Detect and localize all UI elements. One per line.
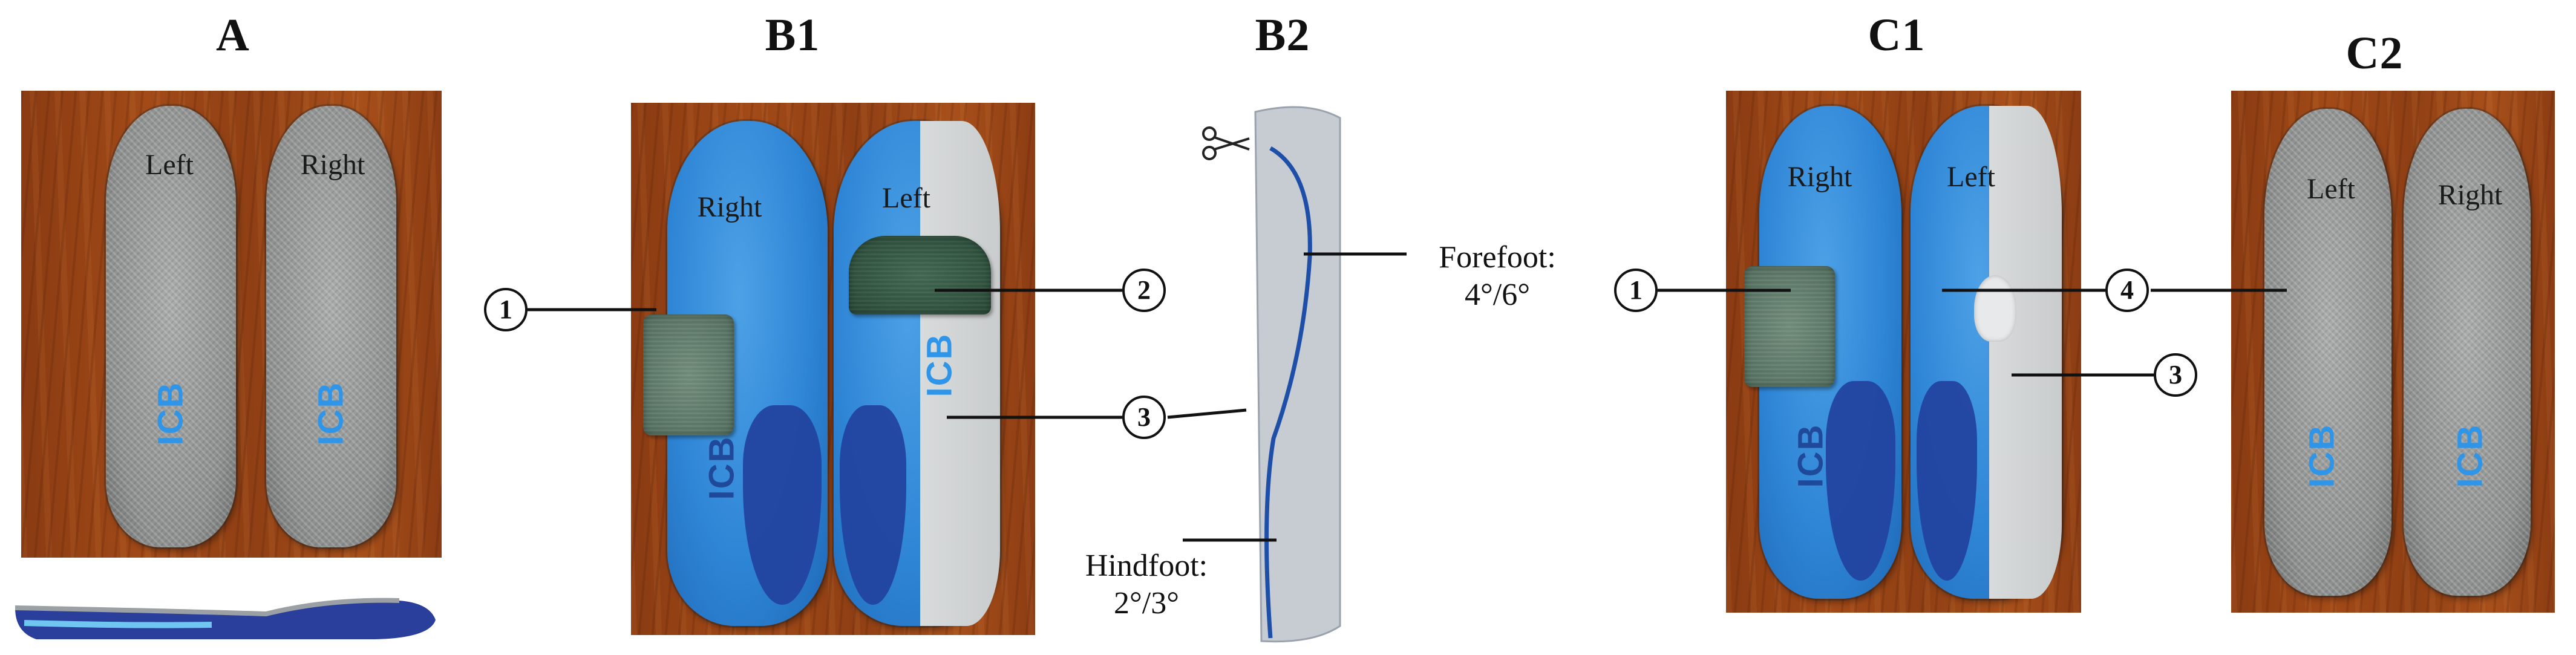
- marker-3-b1: 3: [1122, 396, 1166, 439]
- insole-c1-left: [1911, 106, 2062, 599]
- arch-support-b1-right: [743, 405, 822, 605]
- marker-1-c1: 1: [1614, 269, 1658, 312]
- photo-c1-modified-insoles: Right Left ICB: [1726, 91, 2081, 613]
- insole-a-right: [266, 106, 396, 547]
- insole-a-left: [106, 106, 236, 547]
- insole-c2-right: [2404, 109, 2531, 596]
- metatarsal-pad-c1-1: [1744, 266, 1835, 387]
- arch-support-c1-right: [1826, 381, 1895, 581]
- photo-b1-modified-insoles: Right Left ICB ICB: [631, 103, 1035, 635]
- lateral-wedge-b1: [920, 121, 1000, 626]
- panel-label-c1: C1: [1868, 10, 1926, 60]
- insole-c2-left: [2264, 109, 2391, 596]
- panel-label-c2: C2: [2346, 28, 2404, 79]
- insole-b1-left: [834, 121, 1000, 626]
- insole-c2-left-label: Left: [2307, 173, 2355, 205]
- insole-a-right-label: Right: [300, 149, 365, 181]
- arch-support-b1-left: [840, 405, 906, 605]
- hindfoot-label: Hindfoot:: [1085, 549, 1208, 583]
- hindfoot-value: 2°/3°: [1113, 586, 1180, 621]
- insole-b1-left-label: Left: [882, 182, 930, 214]
- insole-a-left-label: Left: [145, 149, 194, 181]
- wedge-profile: [1254, 106, 1341, 643]
- scissors-icon: [1202, 126, 1250, 160]
- forefoot-angle-label: Forefoot: 4°/6°: [1407, 239, 1588, 314]
- insole-b1-right-label: Right: [697, 191, 762, 223]
- photo-c2-insoles-after: Left Right ICB ICB: [2231, 91, 2555, 613]
- hindfoot-angle-label: Hindfoot: 2°/3°: [1056, 547, 1237, 622]
- pad-b1-2: [849, 236, 991, 314]
- panel-label-b2: B2: [1255, 10, 1310, 60]
- side-view-insole-shape: [15, 598, 436, 639]
- marker-3-c1: 3: [2154, 353, 2197, 397]
- insole-c2-right-label: Right: [2437, 179, 2503, 211]
- lateral-wedge-c1: [1989, 106, 2062, 599]
- photo-a-insoles: Left Right ICB ICB: [21, 91, 442, 558]
- insole-c1-left-label: Left: [1947, 161, 1995, 193]
- panel-label-a: A: [216, 10, 250, 60]
- arch-support-c1-left: [1917, 381, 1977, 581]
- photo-b2-wedge: [1202, 100, 1373, 644]
- photo-a-side-view: [12, 596, 439, 644]
- metatarsal-pad-b1-1: [643, 314, 734, 435]
- forefoot-value: 4°/6°: [1464, 278, 1531, 312]
- insole-c1-right-label: Right: [1787, 161, 1852, 193]
- marker-2-b1: 2: [1122, 269, 1166, 312]
- forefoot-label: Forefoot:: [1439, 240, 1556, 275]
- panel-label-b1: B1: [765, 10, 820, 60]
- marker-1-b1: 1: [484, 288, 528, 331]
- cutout-c1-4: [1974, 275, 2016, 342]
- marker-4-c1: 4: [2105, 269, 2149, 312]
